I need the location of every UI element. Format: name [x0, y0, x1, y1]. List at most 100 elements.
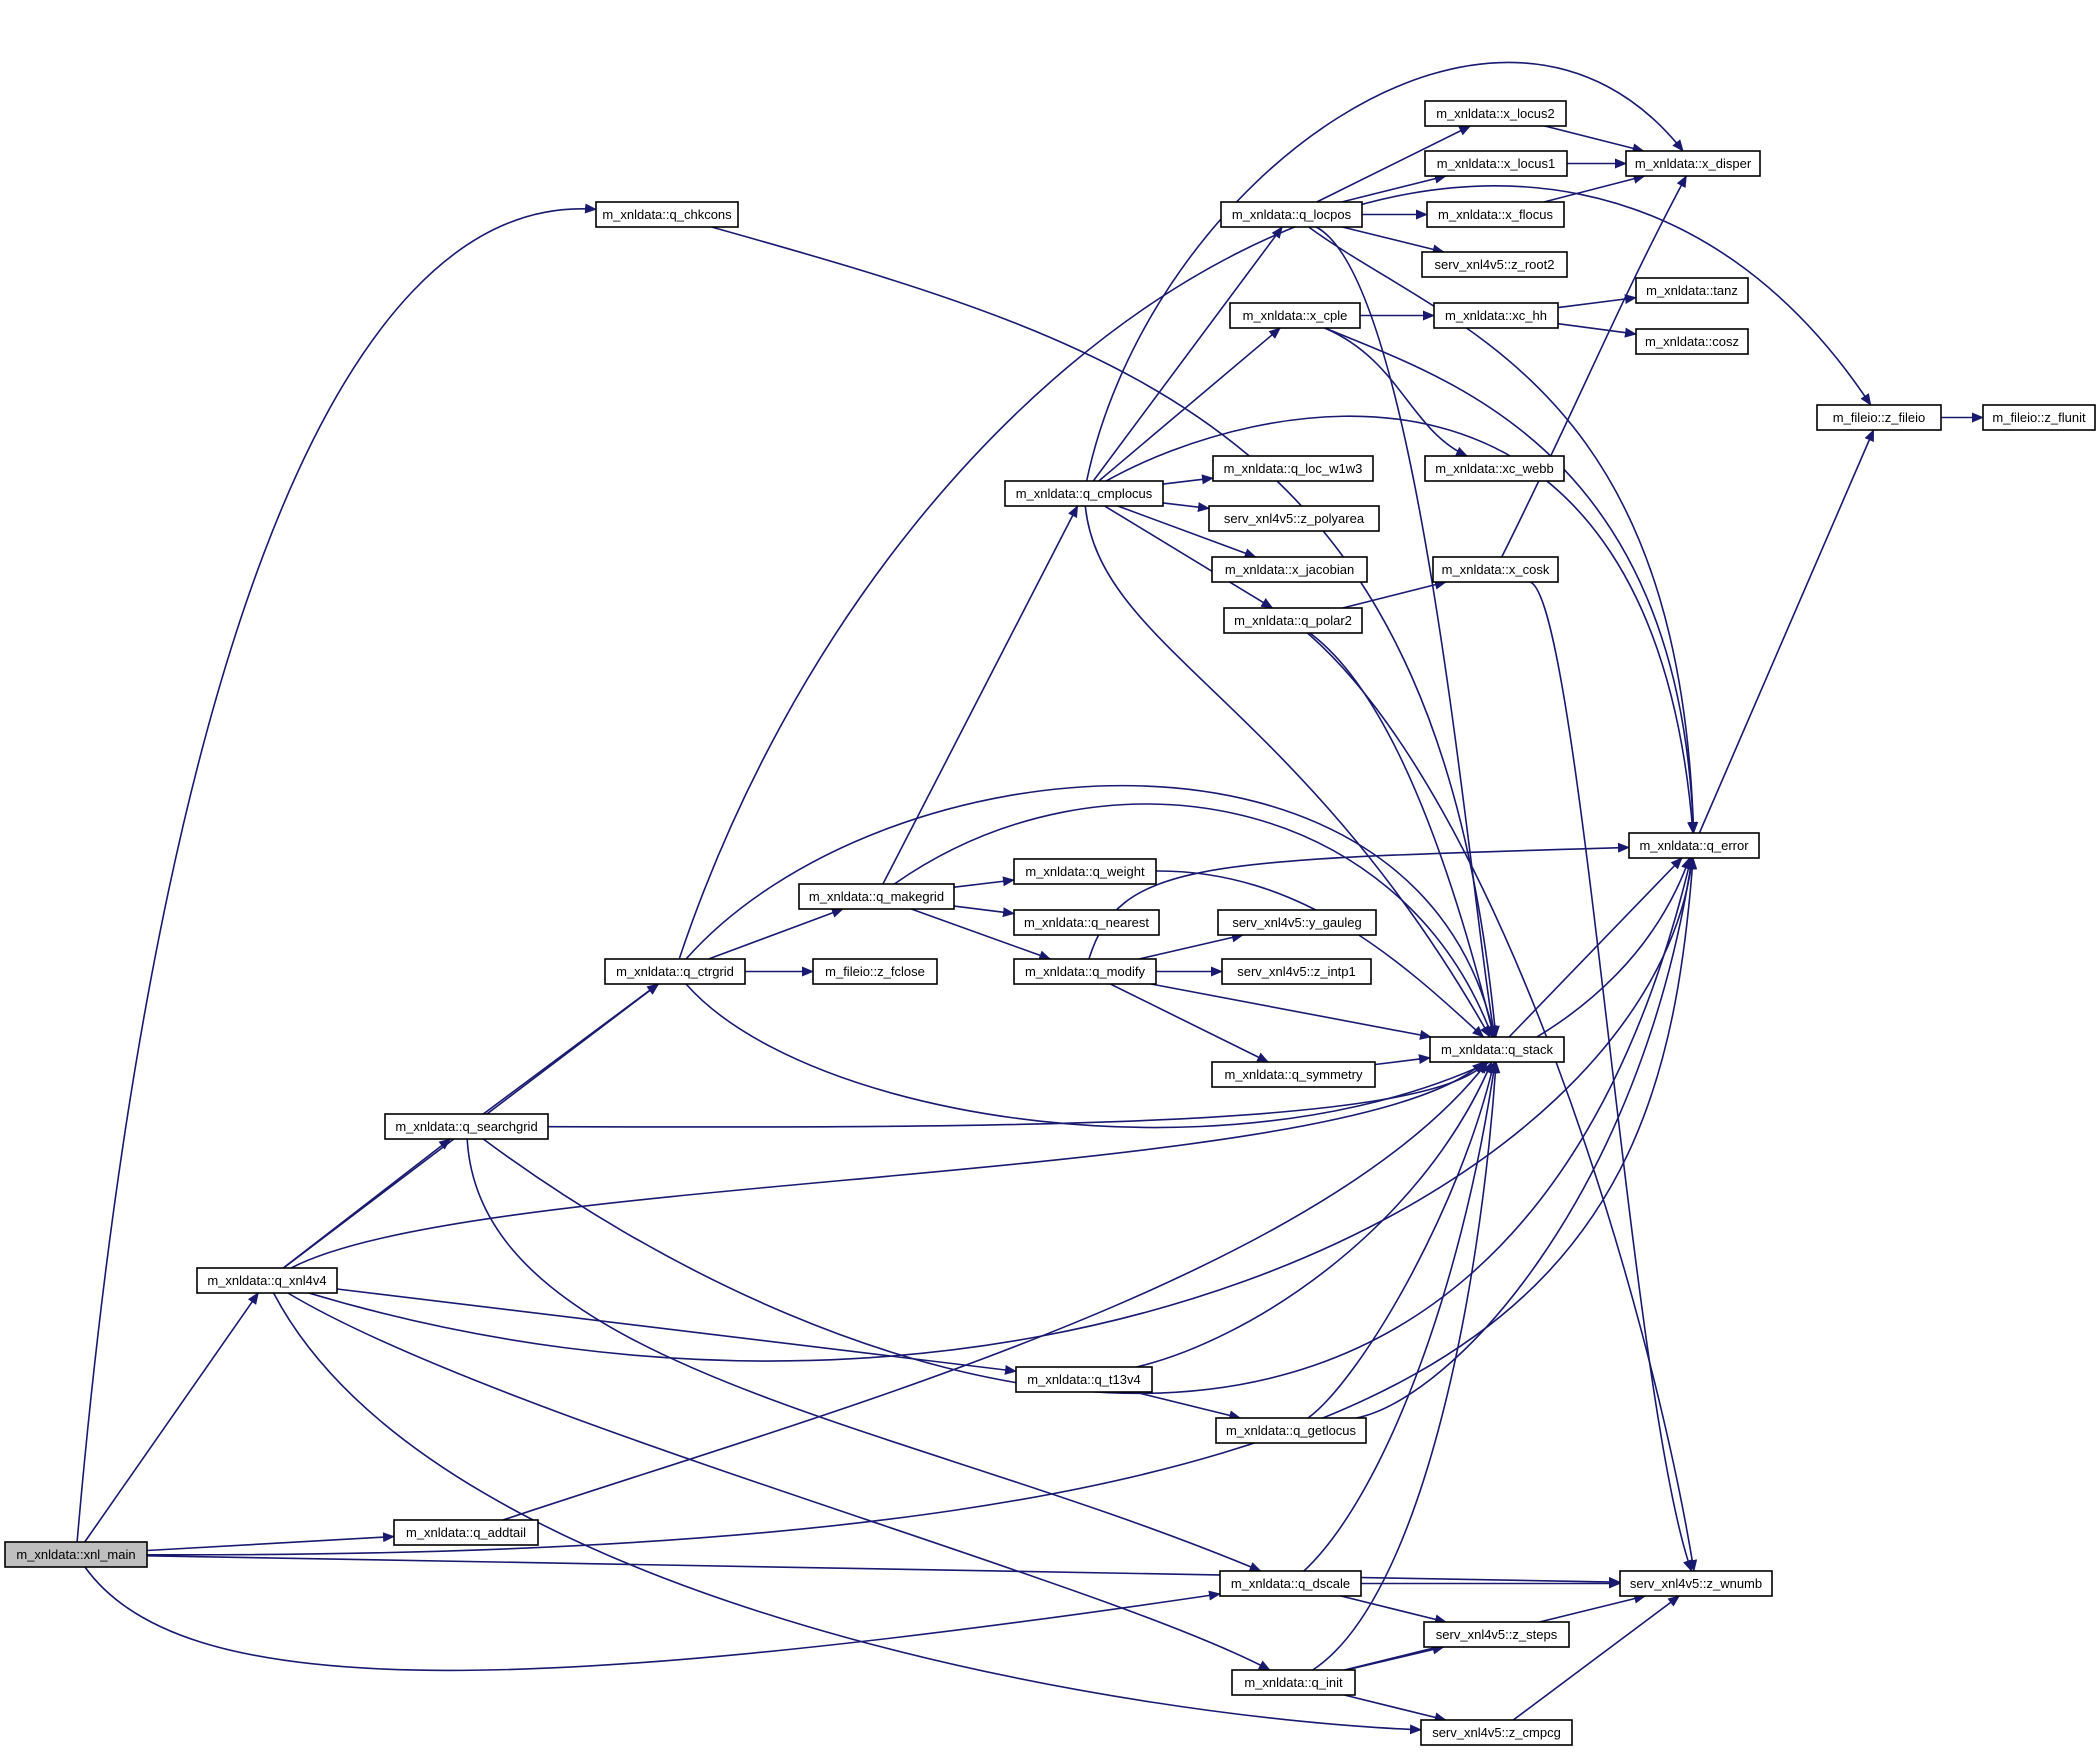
node-box[interactable]	[1229, 302, 1361, 329]
node-xnl-main[interactable]: m_xnldata::xnl_main	[4, 1541, 148, 1568]
node-box[interactable]	[1816, 404, 1942, 431]
node-label: m_xnldata::q_addtail	[406, 1525, 526, 1540]
node-label: m_xnldata::q_locpos	[1232, 207, 1352, 222]
node-box[interactable]	[1433, 302, 1559, 329]
node-xc-webb[interactable]: m_xnldata::xc_webb	[1424, 455, 1565, 482]
node-q-nearest[interactable]: m_xnldata::q_nearest	[1013, 909, 1160, 936]
node-box[interactable]	[1635, 328, 1749, 355]
node-q-xnl4v4[interactable]: m_xnldata::q_xnl4v4	[196, 1267, 338, 1294]
node-box[interactable]	[1211, 556, 1368, 583]
node-box[interactable]	[196, 1267, 338, 1294]
node-q-weight[interactable]: m_xnldata::q_weight	[1013, 858, 1157, 885]
node-box[interactable]	[1219, 1570, 1362, 1597]
node-cosz[interactable]: m_xnldata::cosz	[1635, 328, 1749, 355]
node-box[interactable]	[1424, 455, 1565, 482]
node-label: m_xnldata::xc_webb	[1435, 461, 1554, 476]
edge-z_cmpcg-to-z_wnumb	[1512, 1595, 1681, 1721]
node-x-locus2[interactable]: m_xnldata::x_locus2	[1424, 100, 1567, 127]
node-q-searchgrid[interactable]: m_xnldata::q_searchgrid	[384, 1113, 549, 1140]
node-x-locus1[interactable]: m_xnldata::x_locus1	[1424, 150, 1568, 177]
node-box[interactable]	[1424, 100, 1567, 127]
node-q-t13v4[interactable]: m_xnldata::q_t13v4	[1015, 1366, 1153, 1393]
node-q-symmetry[interactable]: m_xnldata::q_symmetry	[1211, 1061, 1376, 1088]
node-tanz[interactable]: m_xnldata::tanz	[1635, 277, 1749, 304]
node-box[interactable]	[1982, 404, 2096, 431]
node-z-polyarea[interactable]: serv_xnl4v5::z_polyarea	[1208, 505, 1380, 532]
node-q-makegrid[interactable]: m_xnldata::q_makegrid	[798, 883, 955, 910]
edge-q_cmplocus-to-q_loc_w1w3	[1162, 474, 1214, 485]
node-box[interactable]	[1429, 1036, 1565, 1063]
node-box[interactable]	[1231, 1669, 1356, 1696]
edge-q_makegrid-to-q_stack	[893, 803, 1494, 1038]
node-q-addtail[interactable]: m_xnldata::q_addtail	[393, 1519, 539, 1546]
node-q-modify[interactable]: m_xnldata::q_modify	[1013, 958, 1157, 985]
edge-q_polar2-to-z_wnumb	[1306, 632, 1698, 1572]
node-y-gauleg[interactable]: serv_xnl4v5::y_gauleg	[1217, 909, 1377, 936]
node-box[interactable]	[1223, 607, 1363, 634]
node-z-fileio[interactable]: m_fileio::z_fileio	[1816, 404, 1942, 431]
node-box[interactable]	[1015, 1366, 1153, 1393]
node-box[interactable]	[1217, 909, 1377, 936]
node-label: m_xnldata::q_makegrid	[809, 889, 944, 904]
node-box[interactable]	[1013, 858, 1157, 885]
node-box[interactable]	[1628, 832, 1760, 859]
node-x-jacobian[interactable]: m_xnldata::x_jacobian	[1211, 556, 1368, 583]
edge-q_makegrid-to-q_weight	[953, 876, 1015, 889]
edge-q_ctrgrid-to-q_stack	[685, 784, 1497, 1038]
node-q-polar2[interactable]: m_xnldata::q_polar2	[1223, 607, 1363, 634]
node-q-error[interactable]: m_xnldata::q_error	[1628, 832, 1760, 859]
node-xc-hh[interactable]: m_xnldata::xc_hh	[1433, 302, 1559, 329]
node-box[interactable]	[1619, 1570, 1773, 1597]
node-box[interactable]	[1220, 201, 1363, 228]
node-z-fclose[interactable]: m_fileio::z_fclose	[812, 958, 938, 985]
node-box[interactable]	[1426, 201, 1565, 228]
node-box[interactable]	[1423, 1621, 1570, 1648]
node-box[interactable]	[1215, 1417, 1367, 1444]
node-q-stack[interactable]: m_xnldata::q_stack	[1429, 1036, 1565, 1063]
node-q-getlocus[interactable]: m_xnldata::q_getlocus	[1215, 1417, 1367, 1444]
node-q-locpos[interactable]: m_xnldata::q_locpos	[1220, 201, 1363, 228]
node-z-cmpcg[interactable]: serv_xnl4v5::z_cmpcg	[1420, 1719, 1573, 1746]
edge-x_cosk-to-x_disper	[1501, 175, 1688, 558]
node-q-loc-w1w3[interactable]: m_xnldata::q_loc_w1w3	[1212, 455, 1374, 482]
node-q-ctrgrid[interactable]: m_xnldata::q_ctrgrid	[604, 958, 746, 985]
node-label: m_xnldata::q_polar2	[1234, 613, 1352, 628]
node-x-disper[interactable]: m_xnldata::x_disper	[1625, 150, 1761, 177]
node-box[interactable]	[1212, 455, 1374, 482]
node-z-flunit[interactable]: m_fileio::z_flunit	[1982, 404, 2096, 431]
edge-q_ctrgrid-to-z_fileio	[678, 185, 1872, 960]
node-box[interactable]	[1432, 556, 1559, 583]
node-box[interactable]	[1420, 1719, 1573, 1746]
node-box[interactable]	[1635, 277, 1749, 304]
node-label: m_xnldata::x_cple	[1243, 308, 1348, 323]
edge-q_makegrid-to-q_modify	[910, 908, 1052, 960]
node-z-steps[interactable]: serv_xnl4v5::z_steps	[1423, 1621, 1570, 1648]
node-box[interactable]	[384, 1113, 549, 1140]
node-box[interactable]	[1208, 505, 1380, 532]
node-box[interactable]	[812, 958, 938, 985]
node-box[interactable]	[595, 201, 739, 228]
node-box[interactable]	[604, 958, 746, 985]
node-q-chkcons[interactable]: m_xnldata::q_chkcons	[595, 201, 739, 228]
node-box[interactable]	[1625, 150, 1761, 177]
node-box[interactable]	[1424, 150, 1568, 177]
node-x-flocus[interactable]: m_xnldata::x_flocus	[1426, 201, 1565, 228]
node-q-dscale[interactable]: m_xnldata::q_dscale	[1219, 1570, 1362, 1597]
node-box[interactable]	[1013, 909, 1160, 936]
node-box[interactable]	[1004, 480, 1164, 507]
node-x-cosk[interactable]: m_xnldata::x_cosk	[1432, 556, 1559, 583]
node-box[interactable]	[4, 1541, 148, 1568]
node-x-cple[interactable]: m_xnldata::x_cple	[1229, 302, 1361, 329]
node-box[interactable]	[1221, 958, 1372, 985]
node-box[interactable]	[393, 1519, 539, 1546]
node-q-cmplocus[interactable]: m_xnldata::q_cmplocus	[1004, 480, 1164, 507]
node-label: m_fileio::z_fileio	[1833, 410, 1926, 425]
node-box[interactable]	[1421, 251, 1568, 278]
node-z-root2[interactable]: serv_xnl4v5::z_root2	[1421, 251, 1568, 278]
node-z-intp1[interactable]: serv_xnl4v5::z_intp1	[1221, 958, 1372, 985]
node-q-init[interactable]: m_xnldata::q_init	[1231, 1669, 1356, 1696]
node-box[interactable]	[798, 883, 955, 910]
node-box[interactable]	[1211, 1061, 1376, 1088]
node-box[interactable]	[1013, 958, 1157, 985]
node-z-wnumb[interactable]: serv_xnl4v5::z_wnumb	[1619, 1570, 1773, 1597]
